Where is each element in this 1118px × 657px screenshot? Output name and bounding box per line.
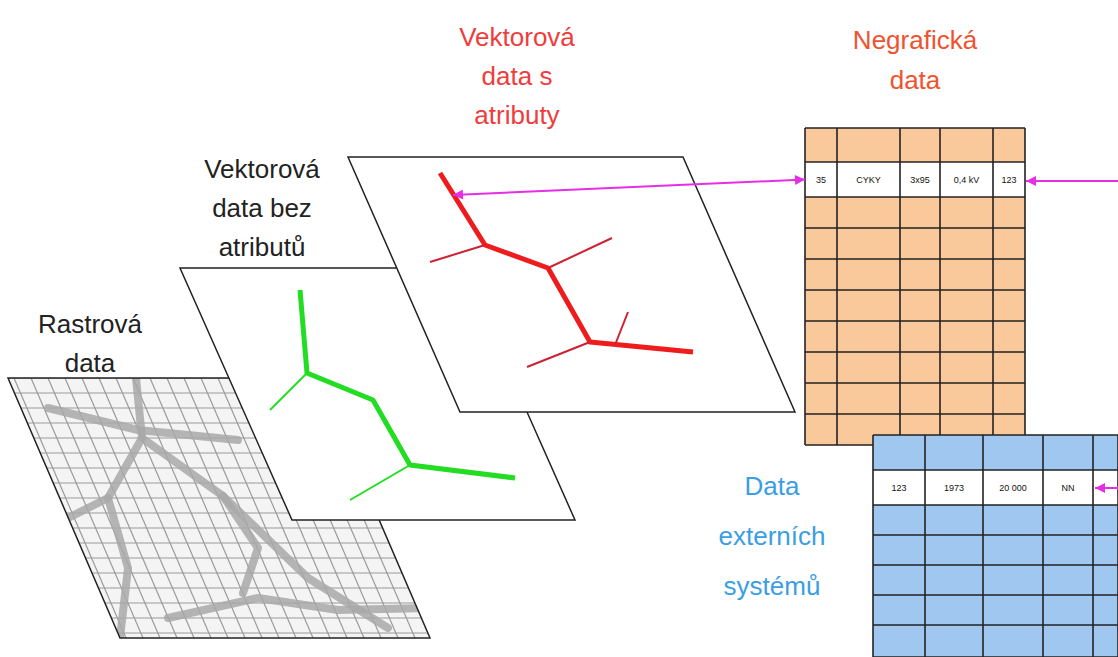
table-cell: 123 — [994, 163, 1024, 196]
layer-heading: Negrafická data — [830, 20, 1000, 100]
raster-road — [223, 496, 258, 593]
link-arrow — [453, 180, 805, 196]
table-row — [805, 162, 1025, 197]
table-cell: 1973 — [926, 471, 982, 504]
green-branch — [270, 373, 307, 410]
raster-road — [108, 378, 142, 638]
green-branch — [350, 465, 410, 500]
layer-heading: Data externích systémů — [692, 461, 852, 611]
table-cell: 123 — [874, 471, 924, 504]
incoming-arrow — [1095, 487, 1118, 489]
incoming-arrow — [1026, 180, 1118, 182]
red-branch — [527, 342, 590, 367]
layer-heading: Rastrová data — [12, 305, 168, 383]
raster-road — [168, 598, 428, 618]
table-fill — [805, 128, 1025, 445]
table-cell: 3x95 — [901, 163, 939, 196]
layer-outline — [348, 157, 795, 412]
table-cell: CYKY — [838, 163, 899, 196]
attribute-table: Negrafická data35CYKY3x950,4 kV123 — [805, 128, 1025, 445]
raster-road — [8, 498, 108, 543]
red-branch — [548, 238, 612, 268]
table-grid — [873, 435, 1118, 657]
red-network — [440, 173, 693, 352]
table-cell: 0,4 kV — [941, 163, 992, 196]
red-branch — [615, 312, 628, 345]
external-table: Data externích systémů123197320 000NN — [873, 435, 1118, 657]
table-row — [873, 470, 1118, 505]
table-cell: NN — [1044, 471, 1092, 504]
layer-fill — [348, 157, 795, 412]
layer-plane — [348, 157, 795, 412]
table-cell: 35 — [806, 163, 836, 196]
attribute-vector-layer: Vektorová data s atributy — [348, 157, 795, 412]
layer-heading: Vektorová data s atributy — [437, 18, 597, 135]
table-cell: 20 000 — [984, 471, 1042, 504]
layer-heading: Vektorová data bez atributů — [182, 150, 342, 267]
red-branch — [430, 245, 485, 262]
table-fill — [873, 435, 1118, 657]
